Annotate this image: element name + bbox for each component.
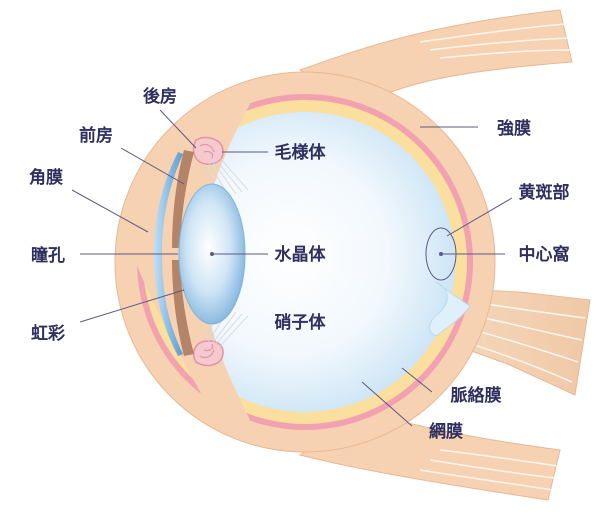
upper-muscle (298, 9, 573, 106)
macula-marker (425, 227, 457, 281)
label-vitreous-body: 硝子体 (275, 312, 327, 333)
label-sclera: 強膜 (497, 118, 531, 139)
label-macula: 黄斑部 (519, 182, 570, 203)
iris (172, 150, 194, 248)
label-cornea: 角膜 (29, 167, 63, 188)
label-anterior-chamber: 前房 (79, 125, 113, 146)
cornea (154, 152, 183, 356)
ciliary-body-bottom (192, 340, 224, 367)
label-iris: 虹彩 (31, 324, 65, 344)
label-posterior-chamber: 後房 (143, 86, 177, 107)
label-retina: 網膜 (429, 421, 463, 442)
ciliary-body-top (192, 136, 224, 165)
leader-lines (71, 109, 513, 427)
label-choroid: 脈絡膜 (451, 385, 502, 406)
label-pupil: 瞳孔 (31, 245, 65, 266)
label-ciliary-body: 毛様体 (275, 142, 327, 163)
label-lens: 水晶体 (275, 244, 327, 265)
label-fovea: 中心窩 (519, 244, 570, 265)
vitreous-body (155, 112, 455, 412)
